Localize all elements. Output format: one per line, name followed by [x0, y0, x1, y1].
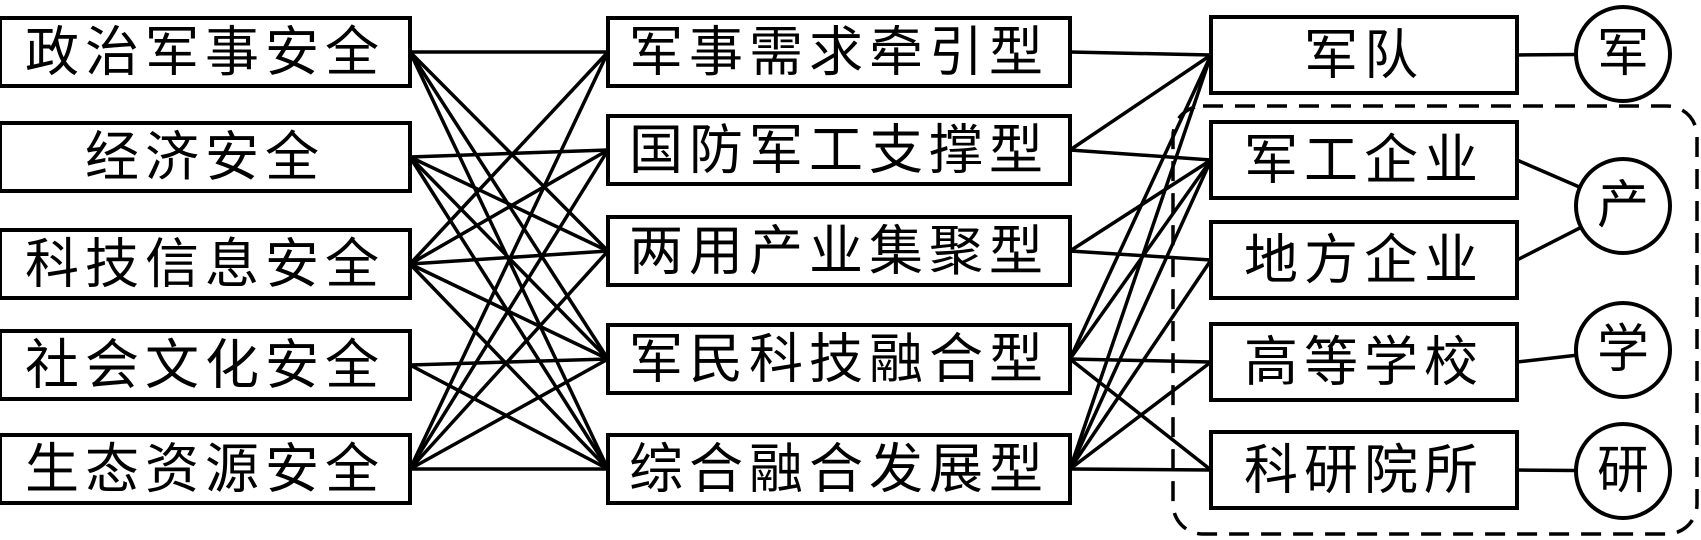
- edge-security-4-to-mode-3: [409, 357, 609, 471]
- security-type-box-label: 科技信息安全: [25, 233, 385, 296]
- security-type-box-label: 经济安全: [85, 126, 325, 189]
- entity-box: 军队: [1209, 15, 1519, 95]
- entity-box-label: 科研院所: [1244, 439, 1484, 502]
- entity-box-frame: [1209, 220, 1519, 300]
- edge-entity-0-to-category-0: [1516, 52, 1577, 57]
- category-circle-outline: [1574, 157, 1672, 255]
- edge-security-3-to-mode-4: [409, 363, 609, 471]
- category-circle: 学: [1574, 301, 1672, 399]
- fusion-mode-box-label: 军民科技融合型: [629, 328, 1049, 391]
- fusion-mode-box-label: 国防军工支撑型: [629, 119, 1049, 182]
- entity-box: 高等学校: [1209, 322, 1519, 402]
- edge-entity-3-to-category-2: [1516, 353, 1577, 364]
- entity-box-label: 地方企业: [1244, 229, 1484, 292]
- connection-lines: [408, 50, 1582, 473]
- category-circle-outline: [1574, 301, 1672, 399]
- edge-mode-2-to-entity-2: [1069, 249, 1212, 262]
- fusion-mode-box: 国防军工支撑型: [606, 114, 1072, 186]
- edge-security-0-to-mode-2: [408, 50, 610, 253]
- edge-security-1-to-mode-1: [409, 148, 609, 159]
- entity-box: 地方企业: [1209, 220, 1519, 300]
- security-type-box-label: 政治军事安全: [25, 21, 385, 84]
- entity-box-label: 军工企业: [1244, 129, 1484, 192]
- category-circle: 军: [1574, 5, 1672, 103]
- category-label: 研: [1597, 441, 1649, 501]
- security-type-box: 科技信息安全: [0, 228, 412, 300]
- security-type-box: 经济安全: [0, 121, 412, 193]
- security-type-box: 社会文化安全: [0, 329, 412, 401]
- edge-security-4-to-mode-2: [408, 249, 610, 471]
- category-label: 学: [1597, 320, 1649, 380]
- edge-security-2-to-mode-4: [408, 262, 610, 471]
- edge-mode-1-to-entity-1: [1069, 148, 1212, 162]
- security-type-box-label: 生态资源安全: [25, 438, 385, 501]
- edge-mode-4-to-entity-3: [1068, 360, 1213, 471]
- fusion-mode-box-frame: [606, 114, 1072, 186]
- category-label: 军: [1597, 24, 1649, 84]
- entity-box: 科研院所: [1209, 430, 1519, 510]
- entity-box: 军工企业: [1209, 120, 1519, 200]
- fusion-mode-box-frame: [606, 16, 1072, 88]
- edge-security-4-to-mode-1: [408, 149, 610, 470]
- category-label: 产: [1597, 176, 1649, 236]
- security-type-box: 政治军事安全: [0, 16, 412, 88]
- security-type-box-frame: [0, 16, 412, 88]
- fusion-mode-box: 综合融合发展型: [606, 433, 1072, 505]
- edge-entity-2-to-category-1: [1516, 225, 1582, 262]
- edge-mode-4-to-entity-0: [1068, 54, 1213, 470]
- fusion-mode-box: 军事需求牵引型: [606, 16, 1072, 88]
- edge-security-2-to-mode-0: [408, 50, 610, 266]
- fusion-mode-box: 两用产业集聚型: [606, 215, 1072, 287]
- security-type-box-frame: [0, 228, 412, 300]
- fusion-mode-box-frame: [606, 433, 1072, 505]
- fusion-mode-box-label: 两用产业集聚型: [629, 220, 1049, 283]
- category-circle: 产: [1574, 157, 1672, 255]
- security-type-box-frame: [0, 433, 412, 505]
- edge-mode-4-to-entity-2: [1068, 259, 1213, 470]
- fusion-mode-box: 军民科技融合型: [606, 323, 1072, 395]
- edge-entity-1-to-category-1: [1516, 158, 1581, 189]
- fusion-mode-box-label: 军事需求牵引型: [629, 21, 1049, 84]
- industry-academia-research-region: [1171, 104, 1699, 536]
- edge-mode-1-to-entity-0: [1069, 53, 1212, 152]
- category-circle-outline: [1574, 422, 1672, 520]
- entity-box-frame: [1209, 120, 1519, 200]
- entity-box-frame: [1209, 15, 1519, 95]
- entity-box-label: 高等学校: [1244, 331, 1484, 394]
- entity-box-frame: [1209, 430, 1519, 510]
- fusion-mode-box-frame: [606, 215, 1072, 287]
- security-type-box: 生态资源安全: [0, 433, 412, 505]
- fusion-mode-box-label: 综合融合发展型: [629, 438, 1049, 501]
- edge-mode-4-to-entity-1: [1068, 159, 1213, 470]
- edge-security-2-to-mode-1: [409, 148, 609, 266]
- edge-security-4-to-mode-0: [408, 51, 610, 470]
- fusion-mode-box-frame: [606, 323, 1072, 395]
- category-circle: 研: [1574, 422, 1672, 520]
- edge-mode-3-to-entity-3: [1069, 357, 1212, 364]
- edge-entity-4-to-category-3: [1516, 468, 1577, 473]
- edge-mode-4-to-entity-4: [1069, 467, 1212, 472]
- security-type-box-label: 社会文化安全: [25, 334, 385, 397]
- entity-box-frame: [1209, 322, 1519, 402]
- security-type-box-frame: [0, 329, 412, 401]
- edge-mode-0-to-entity-0: [1069, 50, 1212, 57]
- entity-box-label: 军队: [1304, 24, 1424, 87]
- security-type-box-frame: [0, 121, 412, 193]
- edge-mode-3-to-entity-0: [1068, 54, 1213, 360]
- category-circle-outline: [1574, 5, 1672, 103]
- edge-security-1-to-mode-2: [409, 155, 609, 253]
